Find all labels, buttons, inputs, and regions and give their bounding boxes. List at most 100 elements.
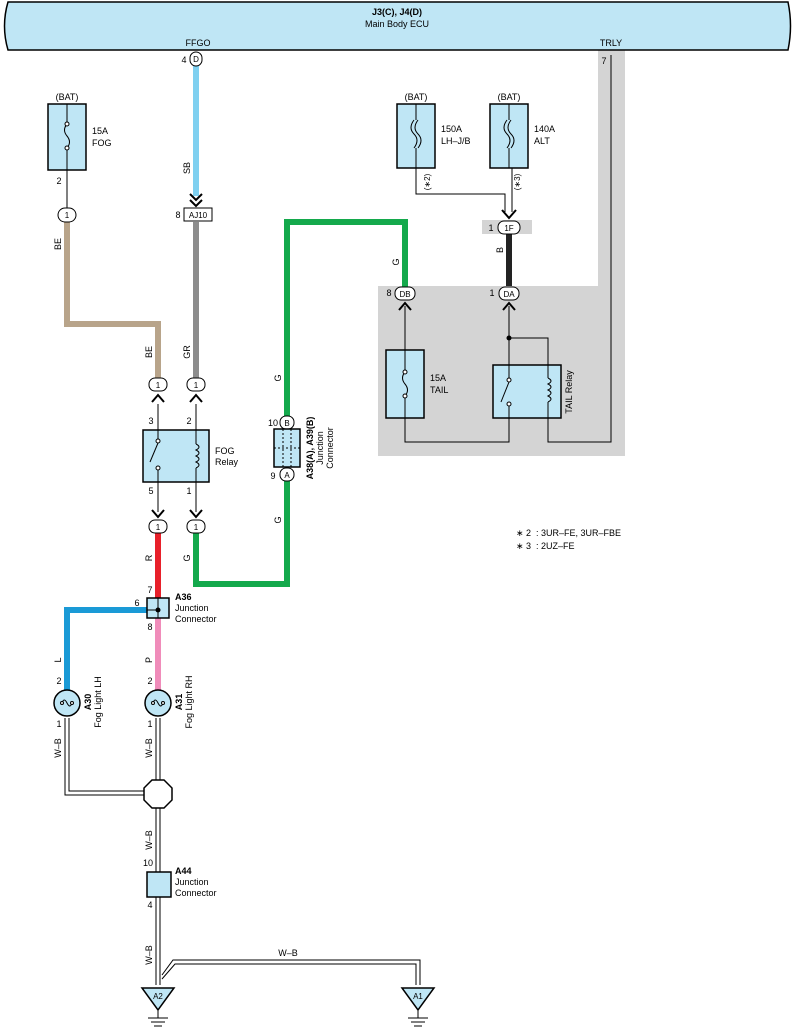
ground-splice <box>143 779 173 809</box>
lh-pin-bot: 1 <box>56 719 61 729</box>
fog-relay-inputs: 1 1 <box>148 377 206 430</box>
wire-label-b: B <box>495 247 505 253</box>
a38-line2: Connector <box>325 427 335 469</box>
a38-conn-bot: A <box>284 471 290 480</box>
a36-line2: Connector <box>175 614 217 624</box>
fog-relay-pin-tl: 3 <box>148 416 153 426</box>
alt-fuse-source: (BAT) <box>498 92 521 102</box>
lhjb-fuse-name: LH–J/B <box>441 136 471 146</box>
ecu-title: J3(C), J4(D) <box>372 7 422 17</box>
main-body-ecu: J3(C), J4(D) Main Body ECU FFGO TRLY <box>3 1 792 51</box>
rh-code: A31 <box>174 694 184 711</box>
db-label: DB <box>399 290 410 299</box>
connector-1f: 1 1F <box>488 209 521 235</box>
fog-relay-pin-tr: 2 <box>186 416 191 426</box>
a36-line1: Junction <box>175 603 209 613</box>
a38-pin-top: 10 <box>268 418 278 428</box>
wire-label-wb-mid: W–B <box>144 830 154 850</box>
fog-relay-in-left-label: 1 <box>156 381 161 390</box>
wire-label-g-mid: G <box>273 374 283 381</box>
a44-line2: Connector <box>175 888 217 898</box>
fuse-fog: (BAT) 15A FOG 2 1 <box>47 92 112 223</box>
fog-fuse-name: FOG <box>92 138 112 148</box>
rh-name: Fog Light RH <box>184 675 194 728</box>
wire-label-wb-ground: W–B <box>278 948 298 958</box>
da-label: DA <box>503 290 515 299</box>
connector-db: 8 DB <box>386 286 416 311</box>
rh-pin-top: 2 <box>147 676 152 686</box>
notes: ∗ 2 : 3UR–FE, 3UR–FBE ∗ 3 : 2UZ–FE <box>516 528 621 551</box>
alt-fuse-note: (∗3) <box>513 173 522 190</box>
ecu-pin-trly: TRLY <box>600 38 622 48</box>
ground-a1-label: A1 <box>413 992 423 1001</box>
1f-label: 1F <box>504 224 513 233</box>
fog-light-lh: 2 1 A30 Fog Light LH <box>53 676 103 729</box>
wire-label-wb-lh: W–B <box>53 738 63 758</box>
lhjb-fuse-rating: 150A <box>441 124 462 134</box>
a38-pin-bot: 9 <box>270 471 275 481</box>
lh-code: A30 <box>83 694 93 711</box>
ground-a1: A1 <box>400 987 436 1027</box>
fuse-alt: (BAT) 140A ALT (∗3) <box>489 92 555 190</box>
wire-label-p: P <box>144 657 154 663</box>
a36-pin-top: 7 <box>147 585 152 595</box>
wire-label-be-top: BE <box>53 238 63 250</box>
a36-pin-left: 6 <box>134 598 139 608</box>
fog-relay-name-1: FOG <box>215 446 235 456</box>
wire-lhjb <box>415 166 506 212</box>
wire-l <box>64 607 149 690</box>
note-1-mark: ∗ 2 <box>516 528 531 538</box>
wire-label-r: R <box>144 554 154 561</box>
wire-label-g-low: G <box>273 516 283 523</box>
fog-relay-name-2: Relay <box>215 457 239 467</box>
fog-relay-pin-bl: 5 <box>148 486 153 496</box>
junction-a36: 7 6 8 A36 Junction Connector <box>134 585 216 632</box>
lh-pin-top: 2 <box>56 676 61 686</box>
a38-line1: Junction <box>315 431 325 465</box>
wire-trly <box>547 55 612 443</box>
fog-be-connector <box>57 207 77 223</box>
tail-fuse-name: TAIL <box>430 385 448 395</box>
a36-title: A36 <box>175 592 192 602</box>
junction-a38-a39: 10 B 9 A A38(A), A39(B) Junction Connect… <box>268 415 335 482</box>
fog-relay: 3 2 5 1 FOG Relay <box>142 416 239 496</box>
lhjb-fuse-note: (∗2) <box>423 173 432 190</box>
a38-conn-top: B <box>284 419 289 428</box>
fog-fuse-source: (BAT) <box>56 92 79 102</box>
fog-light-rh: 2 1 A31 Fog Light RH <box>144 675 194 729</box>
aj10-label: AJ10 <box>189 211 208 220</box>
junction-a44: 10 4 A44 Junction Connector <box>143 858 217 910</box>
fog-relay-out-right-label: 1 <box>194 523 199 532</box>
aj10-pin-number: 8 <box>175 210 180 220</box>
wire-label-gr: GR <box>182 345 192 359</box>
wire-da-coil <box>509 337 549 365</box>
wire-label-wb-rh: W–B <box>144 738 154 758</box>
ground-a2: A2 <box>140 987 176 1027</box>
wire-wb-group <box>64 718 421 985</box>
fog-relay-pin-br: 1 <box>186 486 191 496</box>
wire-label-l: L <box>53 657 63 662</box>
tail-relay: TAIL Relay <box>492 364 574 419</box>
wire-label-g-top: G <box>391 258 401 265</box>
ffgo-connector <box>189 51 203 67</box>
alt-fuse-rating: 140A <box>534 124 555 134</box>
fuse-tail: 15A TAIL <box>385 349 448 419</box>
wire-label-wb-low: W–B <box>144 945 154 965</box>
tail-fuse-rating: 15A <box>430 373 446 383</box>
a38-title: A38(A), A39(B) <box>305 417 315 480</box>
ground-a2-label: A2 <box>153 992 163 1001</box>
wire-label-sb: SB <box>182 162 192 174</box>
note-2-text: : 2UZ–FE <box>536 541 575 551</box>
rh-pin-bot: 1 <box>147 719 152 729</box>
db-pin-number: 8 <box>386 288 391 298</box>
fog-fuse-rating: 15A <box>92 126 108 136</box>
alt-fuse-name: ALT <box>534 136 550 146</box>
lh-name: Fog Light LH <box>93 676 103 728</box>
ecu-pin-ffgo: FFGO <box>186 38 211 48</box>
connector-da: 1 DA <box>489 286 520 311</box>
wire-g-upper <box>284 219 408 418</box>
a44-pin-bot: 4 <box>147 900 152 910</box>
a36-pin-bot: 8 <box>147 622 152 632</box>
1f-pin-number: 1 <box>488 223 493 233</box>
